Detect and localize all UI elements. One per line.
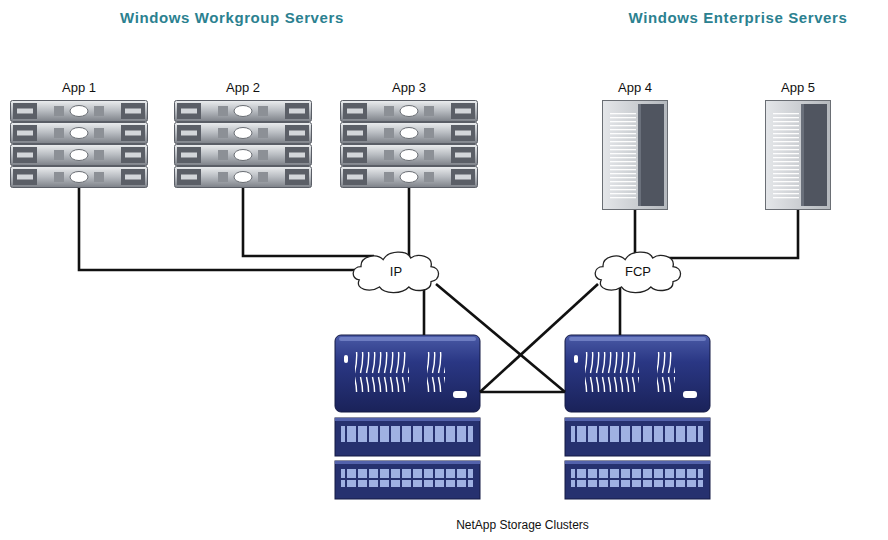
network-link <box>662 210 798 258</box>
server-node: App 5 <box>765 80 831 210</box>
node-label: FCP <box>625 264 651 280</box>
node-label: App 2 <box>226 80 260 96</box>
cluster-interconnect <box>480 391 565 394</box>
node-label: IP <box>390 264 402 280</box>
storage-system <box>565 335 710 499</box>
network-link <box>243 188 374 256</box>
caption-label: NetApp Storage Clusters <box>456 517 589 535</box>
group-heading: Windows Enterprise Servers <box>608 8 868 28</box>
node-label: App 4 <box>618 80 652 96</box>
server-node: App 4 <box>602 80 668 210</box>
node-label: App 5 <box>781 80 815 96</box>
rack-server <box>341 101 478 188</box>
rack-server <box>11 101 148 188</box>
network-link <box>436 284 565 392</box>
storage-cluster: NetApp Storage Clusters <box>330 335 715 535</box>
server-node: App 2 <box>174 80 312 188</box>
storage-system <box>335 335 480 499</box>
network-link <box>634 210 637 256</box>
network-cloud: IP <box>350 250 442 294</box>
network-link <box>423 288 426 335</box>
tower-server <box>603 101 668 210</box>
node-label: App 1 <box>62 80 96 96</box>
server-node: App 1 <box>10 80 148 188</box>
server-node: App 3 <box>340 80 478 188</box>
network-link <box>480 284 598 392</box>
group-heading: Windows Workgroup Servers <box>92 8 372 28</box>
rack-server <box>175 101 312 188</box>
tower-server <box>766 101 831 210</box>
network-link <box>619 288 622 335</box>
network-cloud: FCP <box>592 250 684 294</box>
network-link <box>408 188 411 258</box>
node-label: App 3 <box>392 80 426 96</box>
network-link <box>79 188 356 270</box>
